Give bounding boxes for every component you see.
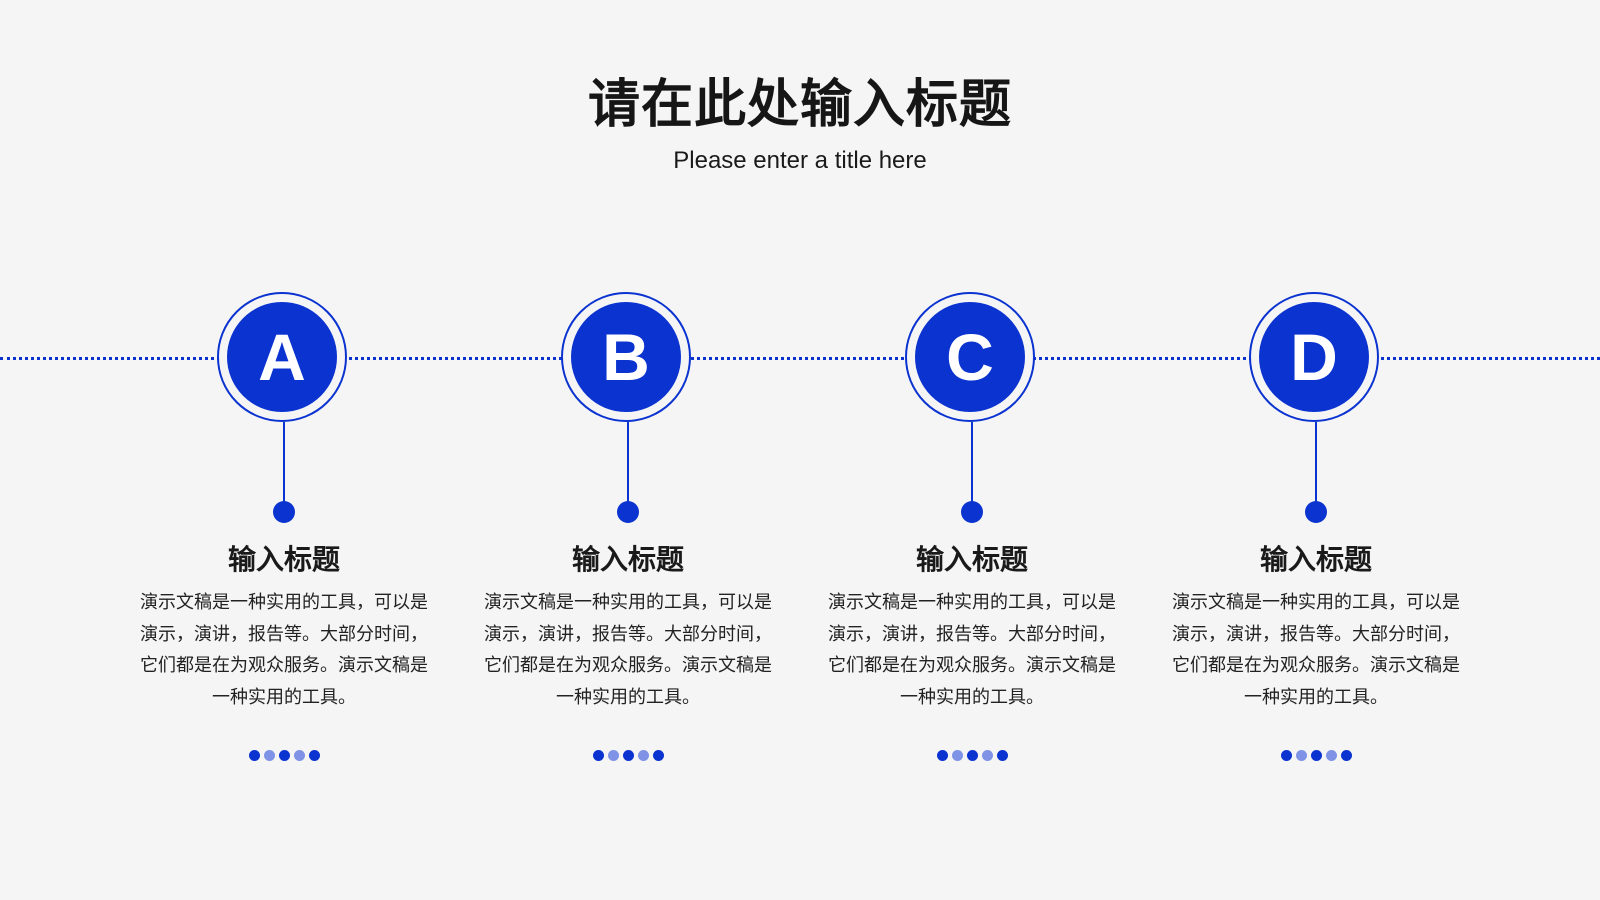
step-badge-ring: D [1249, 292, 1379, 422]
step-title: 输入标题 [227, 543, 340, 576]
step-description: 演示文稿是一种实用的工具，可以是演示，演讲，报告等。大部分时间，它们都是在为观众… [1172, 592, 1460, 708]
dot-light [293, 750, 305, 761]
dot-dark [1280, 750, 1292, 761]
step-description: 演示文稿是一种实用的工具，可以是演示，演讲，报告等。大部分时间，它们都是在为观众… [484, 592, 772, 708]
connector-dot [1305, 501, 1327, 523]
decorative-dots [478, 750, 778, 761]
step-description: 演示文稿是一种实用的工具，可以是演示，演讲，报告等。大部分时间，它们都是在为观众… [828, 592, 1116, 708]
connector-line [627, 422, 629, 502]
step-letter-badge: B [571, 302, 681, 412]
dot-light [607, 750, 619, 761]
slide-title: 请在此处输入标题 [587, 75, 1012, 135]
connector-dot [273, 501, 295, 523]
dot-dark [308, 750, 320, 761]
step-title: 输入标题 [571, 543, 684, 576]
connector-line [283, 422, 285, 502]
timeline-dotted-line [0, 357, 1600, 360]
slide-header: 请在此处输入标题 Please enter a title here [0, 70, 1600, 176]
step-letter-badge: A [227, 302, 337, 412]
step-badge-ring: C [905, 292, 1035, 422]
dot-dark [278, 750, 290, 761]
step-title: 输入标题 [915, 543, 1028, 576]
step-description: 演示文稿是一种实用的工具，可以是演示，演讲，报告等。大部分时间，它们都是在为观众… [140, 592, 428, 708]
dot-light [1325, 750, 1337, 761]
decorative-dots [1166, 750, 1466, 761]
dot-light [1295, 750, 1307, 761]
dot-dark [248, 750, 260, 761]
decorative-dots [134, 750, 434, 761]
dot-dark [592, 750, 604, 761]
dot-dark [652, 750, 664, 761]
slide-subtitle: Please enter a title here [673, 147, 927, 174]
step-badge-ring: A [217, 292, 347, 422]
dot-dark [1340, 750, 1352, 761]
decorative-dots [822, 750, 1122, 761]
connector-line [1315, 422, 1317, 502]
dot-dark [936, 750, 948, 761]
connector-dot [617, 501, 639, 523]
dot-dark [996, 750, 1008, 761]
step-title: 输入标题 [1259, 543, 1372, 576]
dot-dark [622, 750, 634, 761]
connector-dot [961, 501, 983, 523]
dot-light [263, 750, 275, 761]
dot-light [637, 750, 649, 761]
step-letter-badge: C [915, 302, 1025, 412]
step-letter-badge: D [1259, 302, 1369, 412]
dot-light [951, 750, 963, 761]
step-badge-ring: B [561, 292, 691, 422]
connector-line [971, 422, 973, 502]
dot-light [981, 750, 993, 761]
dot-dark [1310, 750, 1322, 761]
dot-dark [966, 750, 978, 761]
